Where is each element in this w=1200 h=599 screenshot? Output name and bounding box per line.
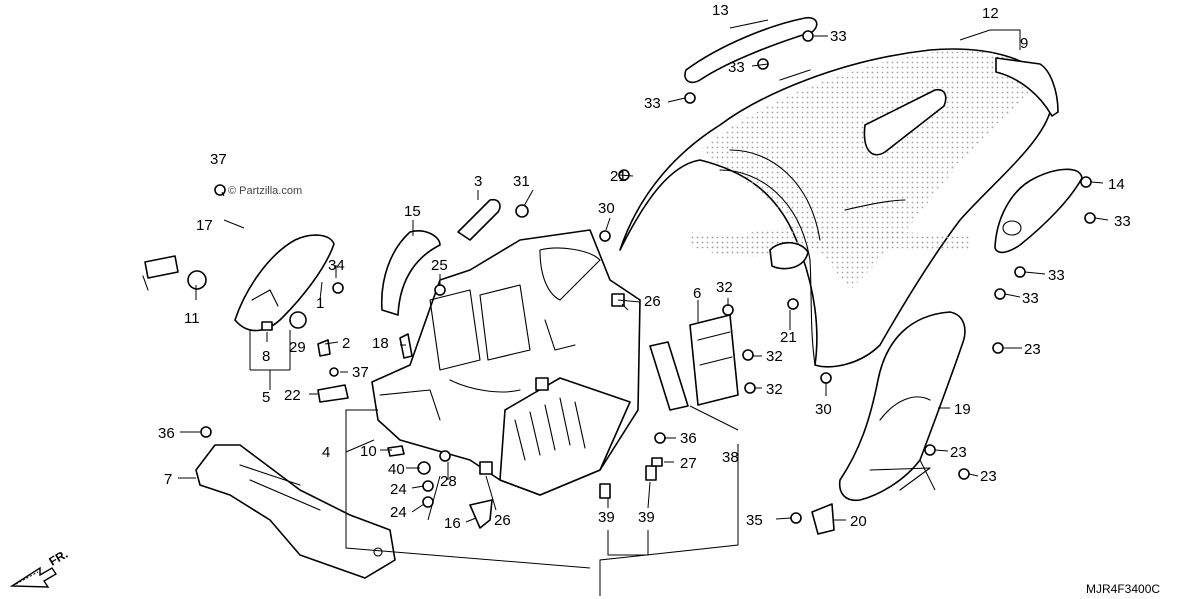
callout-10: 10	[360, 443, 377, 460]
callout-26-b: 26	[494, 512, 511, 529]
callout-32-b: 32	[766, 348, 783, 365]
callout-33-c: 33	[644, 95, 661, 112]
part-39-pad-right	[645, 465, 657, 481]
callout-33-e: 33	[1048, 267, 1065, 284]
callout-19: 19	[954, 401, 971, 418]
part-17-panel	[234, 234, 335, 332]
part-16-bracket	[469, 499, 493, 529]
callout-33-a: 33	[830, 28, 847, 45]
callout-labels: 13 33 33 33 12 9 14 33 33 33 23 19 23 23…	[158, 2, 1131, 532]
callout-24-a: 24	[390, 481, 407, 498]
callout-36-b: 36	[158, 425, 175, 442]
callout-23-b: 23	[950, 444, 967, 461]
part-19-side-cover	[838, 311, 966, 502]
callout-34: 34	[328, 257, 345, 274]
callout-15: 15	[404, 203, 421, 220]
part-8-clip	[261, 321, 273, 331]
callout-12: 12	[982, 5, 999, 22]
callout-6: 6	[693, 285, 701, 302]
callout-7: 7	[164, 471, 172, 488]
leader-lines	[178, 19, 1109, 596]
callout-24-b: 24	[390, 504, 407, 521]
callout-35: 35	[746, 512, 763, 529]
callout-30-a: 30	[598, 200, 615, 217]
callout-22: 22	[284, 387, 301, 404]
part-3-strip	[457, 198, 501, 241]
part-14-garnish	[994, 168, 1083, 254]
part-7-long-bracket	[195, 444, 396, 579]
callout-9: 9	[1020, 35, 1028, 52]
callout-31: 31	[513, 173, 530, 190]
callout-18: 18	[372, 335, 389, 352]
callout-38: 38	[722, 449, 739, 466]
callout-14: 14	[1108, 176, 1125, 193]
callout-20: 20	[850, 513, 867, 530]
callout-40: 40	[388, 461, 405, 478]
part-15-strip	[380, 230, 441, 316]
callout-39-a: 39	[598, 509, 615, 526]
front-direction-arrow: FR.	[9, 547, 71, 588]
callout-25: 25	[431, 257, 448, 274]
callout-33-d: 33	[1114, 213, 1131, 230]
callout-2: 2	[342, 335, 350, 352]
diagram-code: MJR4F3400C	[1086, 582, 1160, 596]
part-20-bracket	[811, 503, 835, 535]
part-39-pad-left	[599, 483, 611, 499]
rear-fender	[619, 48, 1054, 368]
callout-27: 27	[680, 455, 697, 472]
part-38-frame	[649, 341, 689, 411]
callout-21-a: 21	[610, 168, 627, 185]
callout-16: 16	[444, 515, 461, 532]
callout-32-a: 32	[716, 279, 733, 296]
part-18-clip	[399, 333, 413, 359]
callout-3: 3	[474, 173, 482, 190]
callout-23-a: 23	[1024, 341, 1041, 358]
part-9-trim	[995, 57, 1059, 117]
callout-36-a: 36	[680, 430, 697, 447]
callout-33-b: 33	[728, 59, 745, 76]
callout-32-c: 32	[766, 381, 783, 398]
callout-39-b: 39	[638, 509, 655, 526]
callout-26-a: 26	[644, 293, 661, 310]
callout-30-b: 30	[815, 401, 832, 418]
callout-8: 8	[262, 348, 270, 365]
part-6-cover	[689, 314, 739, 406]
callout-4: 4	[322, 444, 330, 461]
callout-1: 1	[316, 295, 324, 312]
part-27-clip	[651, 457, 663, 467]
part-11-key-set	[142, 255, 207, 291]
part-2-clip	[317, 339, 331, 357]
callout-17: 17	[196, 217, 213, 234]
callout-23-c: 23	[980, 468, 997, 485]
callout-37-a: 37	[210, 151, 227, 168]
front-label: FR.	[47, 547, 71, 569]
battery-box	[371, 229, 641, 496]
callout-33-f: 33	[1022, 290, 1039, 307]
part-13-rail	[684, 16, 818, 84]
callout-28: 28	[440, 473, 457, 490]
callout-37-b: 37	[352, 364, 369, 381]
callout-11: 11	[184, 310, 200, 327]
callout-13: 13	[712, 2, 729, 19]
callout-5: 5	[262, 389, 270, 406]
callout-21-b: 21	[780, 329, 797, 346]
callout-29: 29	[289, 339, 306, 356]
watermark: © Partzilla.com	[228, 185, 302, 197]
fasteners	[200, 30, 1096, 524]
part-29-grommet	[289, 311, 307, 329]
part-22-bracket	[317, 384, 349, 403]
